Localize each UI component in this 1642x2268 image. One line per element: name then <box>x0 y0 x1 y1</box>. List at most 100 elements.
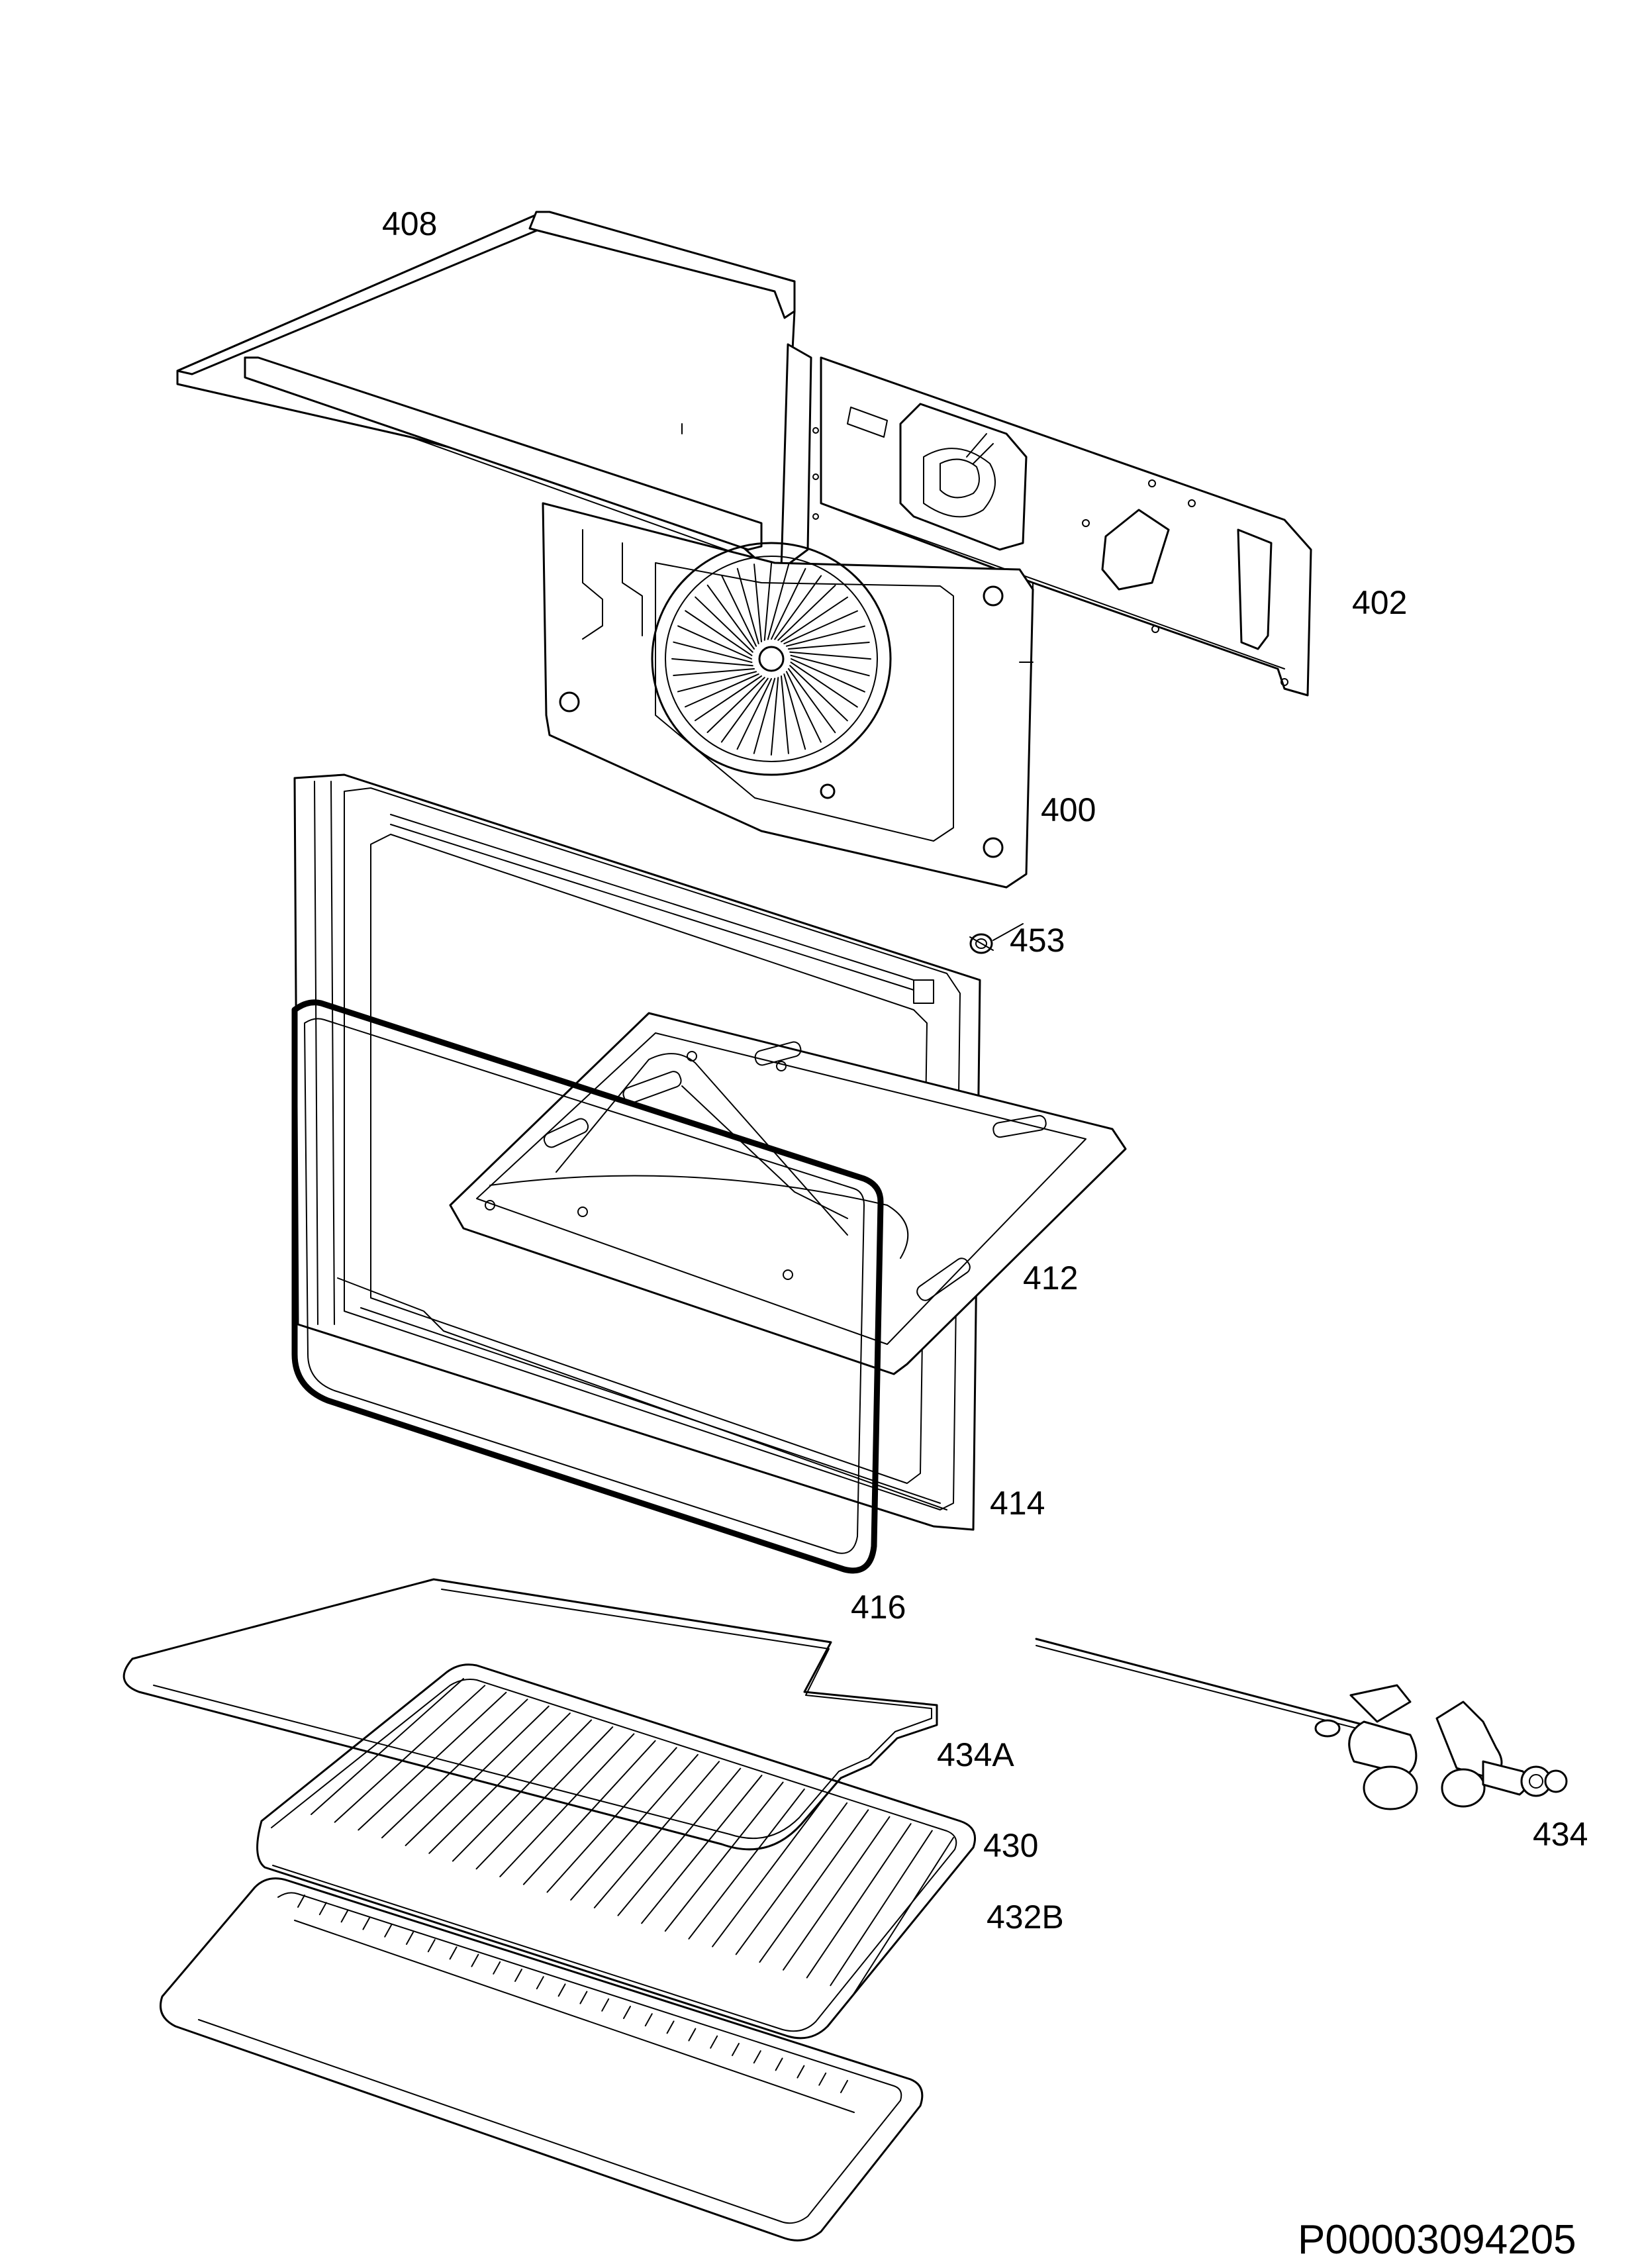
rack-bar <box>428 1712 571 1854</box>
tray-ridge-mark <box>666 2020 675 2034</box>
fan-blade <box>753 564 762 643</box>
fan-blade <box>770 677 779 756</box>
fan-blade <box>789 651 871 660</box>
tray-ridge-mark <box>536 1976 544 1990</box>
part-432B-enamel-tray <box>160 1877 924 2242</box>
fan-blade <box>777 585 836 641</box>
rack-bar <box>475 1726 614 1870</box>
part-402-rear-bracket <box>820 356 1312 697</box>
rack-bar <box>334 1685 486 1823</box>
fan-blade <box>781 596 848 643</box>
rack-bar <box>853 1837 954 1994</box>
label-432B: 432B <box>987 1898 1064 1936</box>
label-414: 414 <box>990 1485 1045 1522</box>
tray-ridge-mark <box>775 2057 783 2071</box>
tray-ridge-mark <box>840 2080 848 2093</box>
fan-blade <box>790 654 870 677</box>
fan-blade <box>753 677 776 754</box>
fan-blade <box>695 596 753 653</box>
fan-blade <box>685 673 759 708</box>
tray-ridge-mark <box>297 1895 305 1908</box>
rack-bar <box>570 1753 699 1901</box>
fan-blade <box>787 641 870 650</box>
rack-bar <box>712 1795 826 1948</box>
rack-bar <box>358 1691 507 1831</box>
fan-blade <box>763 562 773 641</box>
fan-blade <box>771 567 806 640</box>
label-430: 430 <box>983 1827 1039 1864</box>
tray-ridge-mark <box>623 2006 631 2019</box>
rack-bar <box>783 1816 891 1971</box>
fan-blade <box>785 671 822 743</box>
tray-ridge-mark <box>797 2065 805 2079</box>
tray-ridge-mark <box>406 1932 414 1945</box>
rack-bar <box>759 1809 869 1963</box>
fan-blade <box>736 567 759 645</box>
fan-blade <box>673 641 753 664</box>
fan-blades <box>671 562 871 756</box>
rack-bar <box>806 1823 912 1979</box>
tray-ridge-mark <box>688 2028 697 2042</box>
part-434A-wire-shelf <box>122 1578 938 1851</box>
grill-rack-bars <box>311 1678 954 1994</box>
label-412: 412 <box>1023 1259 1079 1297</box>
fan-blade <box>791 658 865 693</box>
part-453-screw <box>969 933 994 954</box>
label-402: 402 <box>1352 584 1408 621</box>
rack-bar <box>546 1747 677 1893</box>
rack-bar <box>522 1740 656 1885</box>
tray-ridge-mark <box>753 2050 761 2064</box>
tray-ridge-mark <box>493 1961 501 1975</box>
label-434: 434 <box>1533 1816 1588 1853</box>
fan-blade <box>706 677 765 733</box>
fan-blade <box>781 675 789 754</box>
rack-bar <box>688 1788 805 1940</box>
fan-blade <box>695 675 762 722</box>
rack-bar <box>735 1802 848 1955</box>
fan-blade <box>767 564 790 640</box>
part-416-door-gasket <box>291 999 884 1574</box>
part-412-baking-plate <box>449 1012 1127 1375</box>
rack-bar <box>641 1775 763 1924</box>
fan-blade <box>790 662 858 708</box>
rack-bar <box>830 1830 933 1987</box>
fan-blade <box>685 610 753 656</box>
document-code: P00003094205 <box>1298 2217 1576 2263</box>
tray-ridge-mark <box>384 1924 393 1938</box>
label-400: 400 <box>1041 791 1096 828</box>
label-416: 416 <box>851 1589 906 1626</box>
label-434A: 434A <box>937 1736 1014 1773</box>
fan-blade <box>706 584 755 650</box>
rack-bar <box>452 1719 593 1862</box>
leader-lines <box>992 923 1024 941</box>
fan-blade <box>736 678 772 750</box>
fan-blade <box>785 625 866 647</box>
fan-blade <box>671 658 753 667</box>
tray-ridge-mark <box>579 1991 588 2004</box>
fan-blade <box>783 610 858 645</box>
tray-ridge-mark <box>514 1969 522 1982</box>
rack-bar <box>593 1761 720 1908</box>
rack-bar <box>405 1705 550 1846</box>
label-408: 408 <box>382 205 438 242</box>
part-434-rotisserie-spit <box>1035 1638 1568 1810</box>
tray-ridge-mark <box>710 2035 718 2049</box>
fan-blade <box>673 668 755 677</box>
label-453: 453 <box>1010 922 1065 959</box>
fan-blade <box>789 665 848 722</box>
rack-bar <box>617 1767 742 1916</box>
tray-ridge-mark <box>557 1983 566 1997</box>
rack-bar <box>381 1699 528 1839</box>
tray-ridge-mark <box>449 1946 458 1960</box>
tray-ridge-mark <box>471 1953 479 1967</box>
tray-ridge-mark <box>427 1939 436 1953</box>
tray-ridge-mark <box>601 1998 610 2012</box>
fan-blade <box>783 673 806 750</box>
tray-ridge-mark <box>644 2013 653 2027</box>
fan-blade <box>720 677 769 743</box>
fan-blade <box>721 575 757 647</box>
tray-ridge-mark <box>362 1916 371 1930</box>
part-430-grill-rack <box>256 1663 976 2040</box>
rack-bar <box>311 1678 464 1815</box>
